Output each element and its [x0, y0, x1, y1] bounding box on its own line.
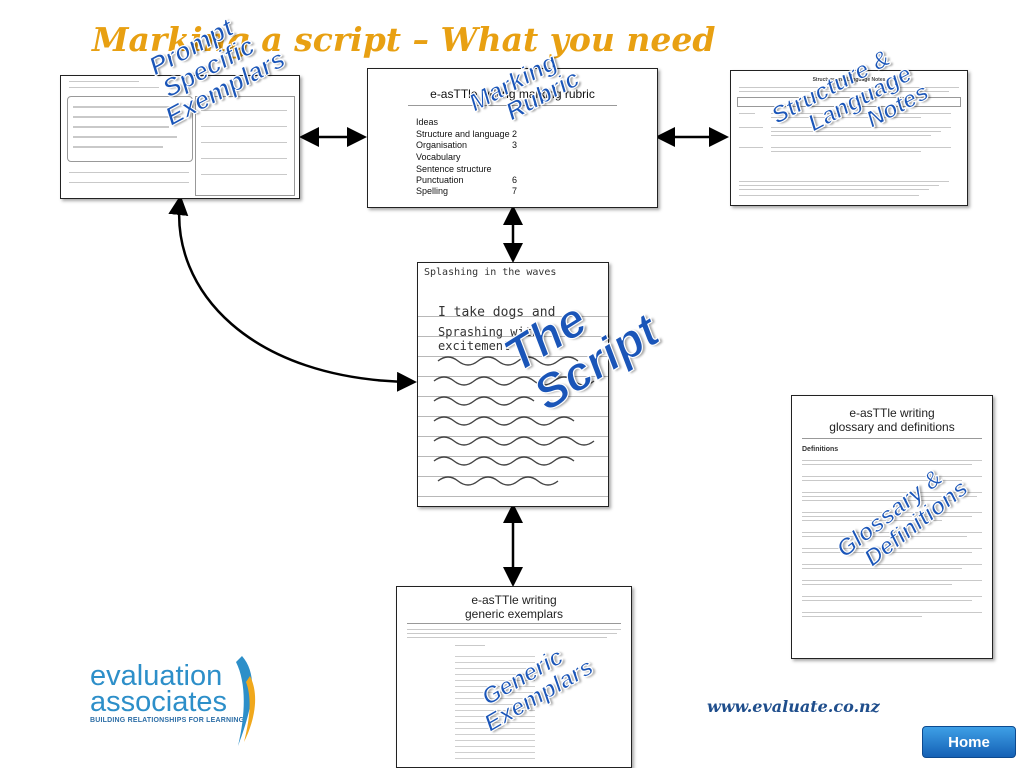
glossary-section: Definitions	[802, 446, 839, 453]
logo-line-1: evaluation	[90, 660, 223, 692]
rubric-row-punctuation: Punctuation	[416, 175, 464, 185]
structure-notes-title: Structure and Language Notes	[812, 77, 886, 83]
rubric-title: e-asTTle writing marking rubric	[430, 87, 595, 101]
glossary-title-2: glossary and definitions	[829, 420, 955, 434]
glossary-document[interactable]: e-asTTle writing glossary and definition…	[791, 395, 993, 659]
rubric-row-vocabulary: Vocabulary	[416, 152, 461, 162]
logo-swoosh-icon	[236, 656, 256, 746]
rubric-num-organisation: 3	[512, 140, 518, 150]
generic-title-1: e-asTTle writing	[471, 593, 557, 607]
script-document[interactable]: Splashing in the waves I take dogs and S…	[417, 262, 609, 507]
slide-title: Marking a script – What you need	[92, 20, 716, 59]
marking-rubric-document[interactable]: e-asTTle writing marking rubric Ideas St…	[367, 68, 658, 208]
home-button[interactable]: Home	[922, 726, 1016, 758]
rubric-num-spelling: 7	[512, 186, 518, 196]
rubric-row-organisation: Organisation	[416, 140, 468, 150]
website-url[interactable]: www.evaluate.co.nz	[707, 697, 880, 716]
logo-tagline: BUILDING RELATIONSHIPS FOR LEARNING	[90, 717, 245, 724]
generic-title-2: generic exemplars	[464, 607, 564, 621]
script-line-2: Sprashing with excitement	[438, 325, 540, 353]
generic-exemplars-document[interactable]: e-asTTle writing generic exemplars	[396, 586, 632, 768]
script-heading: Splashing in the waves	[424, 267, 557, 278]
logo-line-2: associates	[90, 686, 228, 718]
structure-notes-document[interactable]: Structure and Language Notes	[730, 70, 968, 206]
glossary-title-1: e-asTTle writing	[849, 406, 935, 420]
handwriting-scribbles	[433, 356, 595, 486]
rubric-num-structure: 2	[512, 129, 518, 139]
rubric-row-spelling: Spelling	[416, 186, 449, 196]
script-line-1: I take dogs and	[438, 305, 556, 320]
prompt-exemplars-document[interactable]	[60, 75, 300, 199]
arrow-prompt-script	[168, 195, 417, 392]
rubric-row-structure: Structure and language	[416, 129, 510, 139]
rubric-row-sentence: Sentence structure	[416, 164, 492, 174]
rubric-row-ideas: Ideas	[416, 117, 439, 127]
rubric-num-punctuation: 6	[512, 175, 518, 185]
